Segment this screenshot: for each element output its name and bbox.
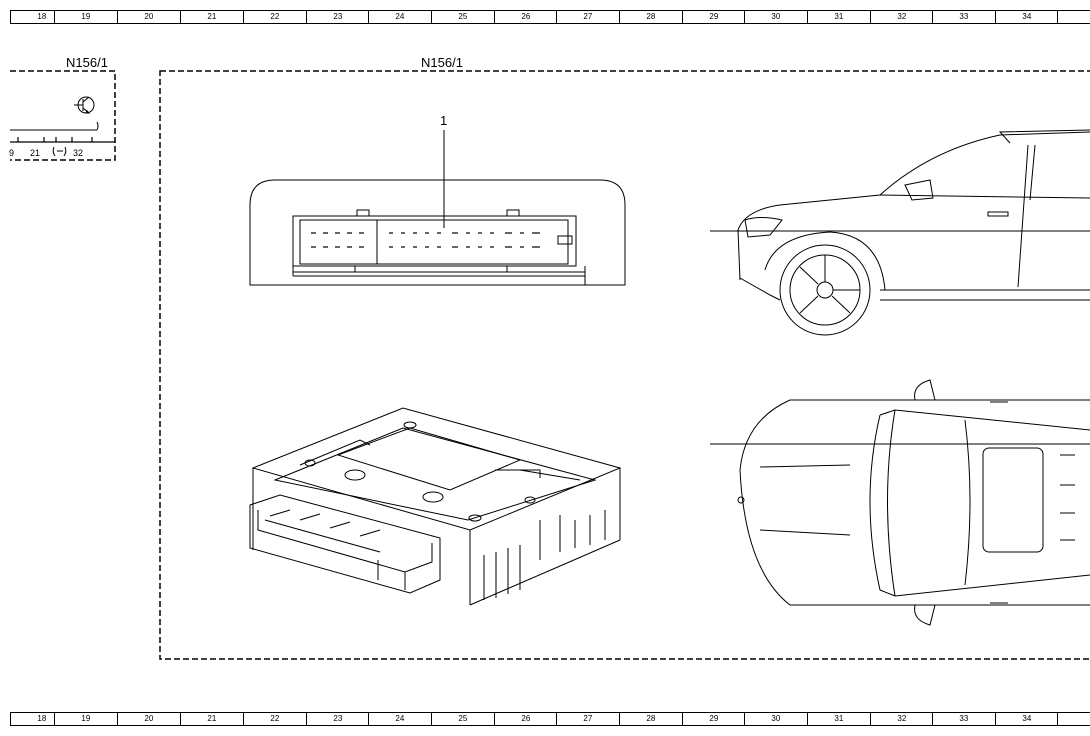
ruler-cell: 30 xyxy=(744,713,807,725)
ruler-cell: 18 xyxy=(10,713,73,725)
vehicle-side-view xyxy=(710,129,1090,336)
ruler-cell: 29 xyxy=(682,11,745,23)
pin-label: 21 xyxy=(30,148,41,158)
ruler-cell: 21 xyxy=(180,11,243,23)
ruler-cell: 33 xyxy=(932,713,995,725)
internal-line xyxy=(96,121,99,131)
ruler-cell: 20 xyxy=(117,713,180,725)
ruler-cell xyxy=(1057,713,1090,725)
ruler-cell: 22 xyxy=(243,11,306,23)
ruler-cell: 19 xyxy=(54,11,117,23)
ruler-cell: 32 xyxy=(870,713,933,725)
ruler-cell: 30 xyxy=(744,11,807,23)
vehicle-top-view xyxy=(710,379,1090,626)
pin-label: 9 xyxy=(9,148,15,158)
ruler-cell: 31 xyxy=(807,713,870,725)
ruler-cell: 29 xyxy=(682,713,745,725)
ruler-cell: 32 xyxy=(870,11,933,23)
ruler-cell: 26 xyxy=(494,11,557,23)
main-box-title: N156/1 xyxy=(421,55,463,70)
main-component-box xyxy=(159,70,1090,660)
ruler-cell: 19 xyxy=(54,713,117,725)
ruler-cell: 34 xyxy=(995,713,1058,725)
ruler-cell: 23 xyxy=(306,713,369,725)
ruler-cell: 23 xyxy=(306,11,369,23)
ruler-cell: 18 xyxy=(10,11,73,23)
ruler-cell: 26 xyxy=(494,713,557,725)
control-unit-isometric-view xyxy=(249,407,622,606)
bottom-column-ruler: 18 19 20 21 22 23 24 25 26 27 28 29 30 3… xyxy=(10,712,1090,726)
ruler-cell: 20 xyxy=(117,11,180,23)
ruler-cell: 33 xyxy=(932,11,995,23)
ruler-cell: 31 xyxy=(807,11,870,23)
control-unit-front-view xyxy=(249,130,626,286)
ruler-cell: 22 xyxy=(243,713,306,725)
twisted-pair-icon xyxy=(52,146,56,157)
ruler-cell: 21 xyxy=(180,713,243,725)
pin-ticks xyxy=(17,137,93,142)
ruler-cell: 27 xyxy=(556,713,619,725)
transistor-icon xyxy=(74,96,95,114)
ruler-cell: 24 xyxy=(368,713,431,725)
ruler-cell: 34 xyxy=(995,11,1058,23)
ruler-cell: 25 xyxy=(431,713,494,725)
ruler-cell: 25 xyxy=(431,11,494,23)
ruler-cell: 24 xyxy=(368,11,431,23)
ruler-cell xyxy=(1057,11,1090,23)
left-component-box xyxy=(10,70,116,161)
pin-label: 32 xyxy=(73,148,84,158)
ruler-cell: 27 xyxy=(556,11,619,23)
left-box-title: N156/1 xyxy=(66,55,108,70)
ruler-cell: 28 xyxy=(619,713,682,725)
ruler-cell: 28 xyxy=(619,11,682,23)
top-column-ruler: 18 19 20 21 22 23 24 25 26 27 28 29 30 3… xyxy=(10,10,1090,24)
connector-callout-number: 1 xyxy=(440,113,448,128)
